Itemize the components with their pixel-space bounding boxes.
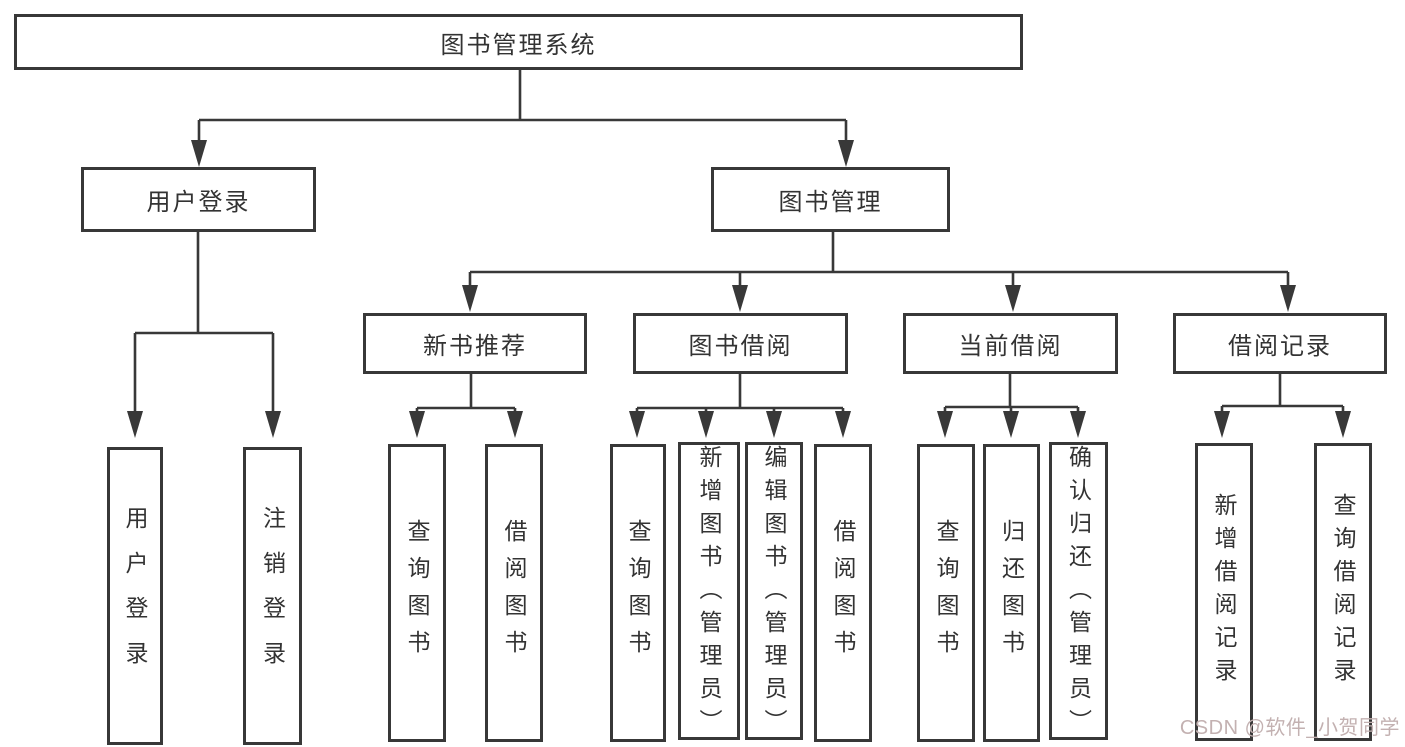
arrowhead [1070, 411, 1086, 438]
node-current-borrow: 当前借阅 [903, 313, 1118, 374]
edge-newbook-to-leaves [415, 374, 517, 417]
edge-bookborrow-to-leaves [635, 374, 845, 417]
arrowhead [409, 411, 425, 438]
edge-bookmgmt-to-level3 [468, 232, 1290, 291]
node-user-login: 用户登录 [81, 167, 316, 232]
arrowhead [766, 411, 782, 438]
arrowhead [1214, 411, 1230, 438]
arrowhead [937, 411, 953, 438]
arrowhead [1280, 285, 1296, 312]
leaf-query-books-1: 查询图书 [388, 444, 446, 742]
node-root: 图书管理系统 [14, 14, 1023, 70]
leaf-edit-book-admin: 编辑图书（管理员） [745, 442, 803, 742]
arrowhead [462, 285, 478, 312]
node-book-management: 图书管理 [711, 167, 950, 232]
arrowhead [507, 411, 523, 438]
leaf-borrow-books-1: 借阅图书 [485, 444, 543, 742]
arrowhead [1005, 285, 1021, 312]
leaf-query-books-3: 查询图书 [917, 444, 975, 742]
leaf-add-book-admin: 新增图书（管理员） [678, 442, 740, 742]
arrowhead [1335, 411, 1351, 438]
arrowhead [1003, 411, 1019, 438]
watermark: CSDN @软件_小贺同学 [1179, 717, 1400, 739]
leaf-query-books-2: 查询图书 [610, 444, 666, 742]
arrowhead [835, 411, 851, 438]
edge-userlogin-to-leaves [133, 232, 275, 416]
arrowhead [732, 285, 748, 312]
leaf-borrow-books-2: 借阅图书 [814, 444, 872, 742]
arrowhead [191, 140, 207, 167]
leaf-confirm-return-admin: 确认归还（管理员） [1049, 442, 1108, 742]
node-book-borrow: 图书借阅 [633, 313, 848, 374]
arrowhead [698, 411, 714, 438]
edge-borrowrecord-to-leaves [1220, 374, 1345, 417]
leaf-return-book: 归还图书 [983, 444, 1040, 742]
arrowhead [629, 411, 645, 438]
arrowhead [838, 140, 854, 167]
arrowhead [265, 411, 281, 438]
leaf-add-borrow-record: 新增借阅记录 [1195, 443, 1253, 741]
edge-currentborrow-to-leaves [943, 374, 1080, 417]
leaf-user-login: 用户登录 [107, 447, 163, 745]
leaf-query-borrow-record: 查询借阅记录 [1314, 443, 1372, 741]
arrowhead [127, 411, 143, 438]
leaf-logout: 注销登录 [243, 447, 302, 745]
edge-root-to-level2 [197, 70, 848, 146]
node-borrow-record: 借阅记录 [1173, 313, 1387, 374]
node-new-book-recommend: 新书推荐 [363, 313, 587, 374]
